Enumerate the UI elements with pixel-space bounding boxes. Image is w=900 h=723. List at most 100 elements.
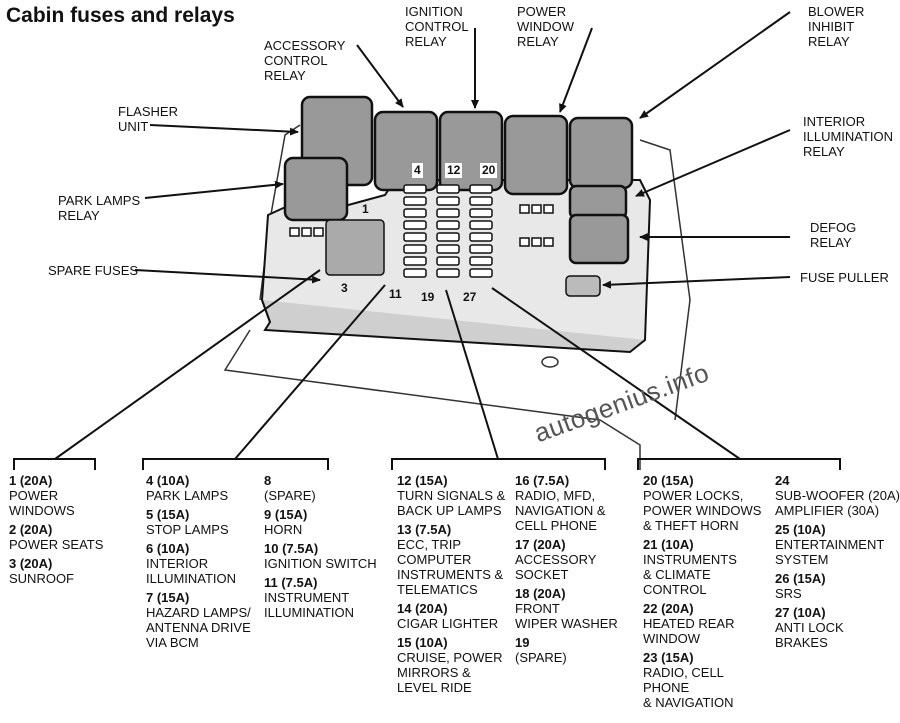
fuse-entry: 7 (15A)HAZARD LAMPS/ ANTENNA DRIVE VIA B… (146, 590, 258, 650)
fuse-entry: 4 (10A)PARK LAMPS (146, 473, 258, 503)
fuse-slot (469, 256, 493, 266)
mini-fuse (289, 227, 300, 237)
fuse-slot (403, 256, 427, 266)
fuse-entry: 21 (10A)INSTRUMENTS & CLIMATE CONTROL (643, 537, 773, 597)
callout-flasher-unit: FLASHER UNIT (118, 104, 178, 134)
fuse-entry: 23 (15A)RADIO, CELL PHONE & NAVIGATION (643, 650, 773, 710)
callout-spare-fuses: SPARE FUSES (48, 263, 139, 278)
fuse-number: 17 (20A) (515, 537, 566, 552)
fuse-number: 25 (10A) (775, 522, 826, 537)
fuse-description: HORN (264, 522, 303, 537)
fuse-number: 15 (10A) (397, 635, 448, 650)
fuse-number: 10 (7.5A) (264, 541, 319, 556)
defog-relay (568, 213, 630, 265)
box-number-1: 1 (362, 202, 369, 216)
fuse-slot (436, 244, 460, 254)
fuse-slot (403, 220, 427, 230)
blower-inhibit-relay (568, 116, 634, 190)
fuse-description: IGNITION SWITCH (264, 556, 377, 571)
fuse-description: CIGAR LIGHTER (397, 616, 499, 631)
box-number-20: 20 (480, 163, 498, 178)
fuse-description: POWER WINDOWS (9, 488, 75, 518)
bracket-lines (13, 269, 841, 470)
fuse-description: ACCESSORY SOCKET (515, 552, 597, 582)
fuse-slot (469, 208, 493, 218)
mini-fuse (543, 237, 554, 247)
mini-fuse (531, 237, 542, 247)
fuse-list-column-1: 1 (20A)POWER WINDOWS 2 (20A)POWER SEATS 3 … (9, 473, 134, 590)
fuse-description: INSTRUMENTS & CLIMATE CONTROL (643, 552, 737, 597)
fuse-number: 19 (515, 635, 530, 650)
fuse-list-column-5: 16 (7.5A)RADIO, MFD, NAVIGATION & CELL P… (515, 473, 633, 669)
fuse-description: POWER SEATS (9, 537, 104, 552)
mini-fuse (301, 227, 312, 237)
fuse-entry: 11 (7.5A)INSTRUMENT ILLUMINATION (264, 575, 389, 620)
fuse-number: 12 (15A) (397, 473, 448, 488)
fuse-description: HAZARD LAMPS/ ANTENNA DRIVE VIA BCM (146, 605, 251, 650)
fuse-number: 26 (15A) (775, 571, 826, 586)
fuse-number: 11 (7.5A) (264, 575, 318, 590)
fuse-description: ANTI LOCK BRAKES (775, 620, 844, 650)
fuse-list-column-3: 8(SPARE) 9 (15A)HORN 10 (7.5A)IGNITION SWI… (264, 473, 389, 624)
fuse-description: ENTERTAINMENT SYSTEM (775, 537, 885, 567)
fuse-description: SRS (775, 586, 802, 601)
accessory-control-relay (373, 110, 439, 192)
fuse-number: 16 (7.5A) (515, 473, 570, 488)
fuse-description: HEATED REAR WINDOW (643, 616, 735, 646)
fuse-slot (436, 220, 460, 230)
power-window-relay (503, 114, 569, 196)
fuse-puller (565, 275, 601, 297)
fuse-number: 9 (15A) (264, 507, 308, 522)
fuse-number: 27 (10A) (775, 605, 826, 620)
callout-ignition-control-relay: IGNITION CONTROL RELAY (405, 4, 469, 49)
fuse-description: CRUISE, POWER MIRRORS & LEVEL RIDE (397, 650, 503, 695)
callout-park-lamps-relay: PARK LAMPS RELAY (58, 193, 141, 223)
fuse-slot (403, 208, 427, 218)
fuse-number: 2 (20A) (9, 522, 53, 537)
box-number-19: 19 (421, 290, 435, 304)
fuse-entry: 13 (7.5A)ECC, TRIP COMPUTER INSTRUMENTS … (397, 522, 512, 597)
callout-accessory-control-relay: ACCESSORY CONTROL RELAY (264, 38, 346, 83)
fuse-slot (436, 232, 460, 242)
fuse-entry: 17 (20A)ACCESSORY SOCKET (515, 537, 633, 582)
callout-blower-inhibit-relay: BLOWER INHIBIT RELAY (808, 4, 865, 49)
fuse-description: SUNROOF (9, 571, 74, 586)
box-number-3: 3 (341, 281, 348, 295)
box-number-11: 11 (389, 287, 402, 301)
fuse-number: 14 (20A) (397, 601, 448, 616)
fuse-description: INTERIOR ILLUMINATION (146, 556, 237, 586)
fuse-description: STOP LAMPS (146, 522, 229, 537)
fuse-number: 18 (20A) (515, 586, 566, 601)
callout-power-window-relay: POWER WINDOW RELAY (517, 4, 575, 49)
fuse-number: 22 (20A) (643, 601, 694, 616)
mini-fuse (531, 204, 542, 214)
fuse-description: FRONT WIPER WASHER (515, 601, 618, 631)
fuse-entry: 8(SPARE) (264, 473, 389, 503)
diagram-title: Cabin fuses and relays (6, 4, 235, 27)
fuse-slot (469, 220, 493, 230)
fuse-entry: 20 (15A)POWER LOCKS, POWER WINDOWS & THE… (643, 473, 773, 533)
fuse-number: 3 (20A) (9, 556, 53, 571)
fuse-number: 1 (20A) (9, 473, 53, 488)
box-number-4: 4 (412, 163, 423, 178)
fuse-description: POWER LOCKS, POWER WINDOWS & THEFT HORN (643, 488, 762, 533)
fuse-entry: 25 (10A)ENTERTAINMENT SYSTEM (775, 522, 900, 567)
fuse-description: RADIO, CELL PHONE & NAVIGATION (643, 665, 734, 710)
callout-interior-illumination-relay: INTERIOR ILLUMINATION RELAY (803, 114, 894, 159)
fuse-description: PARK LAMPS (146, 488, 229, 503)
fuse-entry: 2 (20A)POWER SEATS (9, 522, 134, 552)
fuse-slot (469, 232, 493, 242)
fuse-slot (403, 244, 427, 254)
fuse-entry: 18 (20A)FRONT WIPER WASHER (515, 586, 633, 631)
fuse-entry: 16 (7.5A)RADIO, MFD, NAVIGATION & CELL P… (515, 473, 633, 533)
fuse-entry: 12 (15A)TURN SIGNALS & BACK UP LAMPS (397, 473, 512, 518)
fuse-entry: 27 (10A)ANTI LOCK BRAKES (775, 605, 900, 650)
fuse-slot (436, 208, 460, 218)
fuse-number: 23 (15A) (643, 650, 694, 665)
fuse-entry: 14 (20A)CIGAR LIGHTER (397, 601, 512, 631)
fuse-slot (403, 196, 427, 206)
mini-fuse (519, 204, 530, 214)
fuse-entry: 6 (10A)INTERIOR ILLUMINATION (146, 541, 258, 586)
